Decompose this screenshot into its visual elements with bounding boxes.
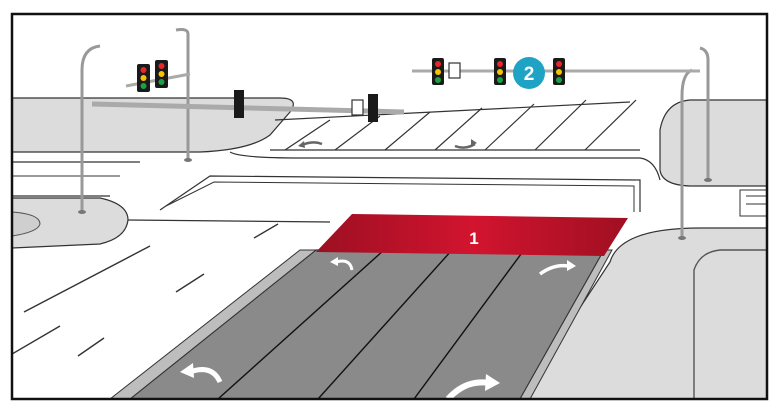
- curved-left-arrow-icon: [330, 257, 354, 271]
- stop-zone: [316, 214, 628, 256]
- intersection-box: [159, 175, 641, 212]
- sidewalk-right: [519, 227, 767, 399]
- traffic-light-icon: [137, 64, 150, 92]
- street-light-icon: [175, 28, 192, 162]
- signal-back-icon: [368, 94, 378, 122]
- sidewalk-upper-right: [659, 99, 767, 187]
- sign-icon: [351, 99, 364, 116]
- curved-right-arrow-icon: [454, 139, 477, 149]
- traffic-light-icon: [494, 58, 506, 85]
- sign-icon: [448, 62, 461, 79]
- street-light-icon: [699, 46, 712, 182]
- curved-right-arrow-icon: [445, 374, 500, 399]
- stop-zone-label: 1: [469, 229, 478, 248]
- curved-right-arrow-icon: [538, 260, 576, 276]
- traffic-light-icon: [432, 58, 444, 85]
- signal-callout-badge: [513, 57, 545, 89]
- sidewalk-left: [12, 197, 129, 249]
- lane-markings-left: [12, 223, 279, 357]
- traffic-light-icon: [553, 58, 565, 85]
- lane-dividers: [217, 249, 525, 399]
- crosswalk-far: [270, 99, 640, 151]
- street-light-icon: [78, 44, 101, 214]
- traffic-light-icon: [155, 60, 168, 88]
- diagram-frame: [10, 12, 769, 401]
- signal-callout-label: 2: [524, 64, 535, 85]
- curved-left-arrow-icon: [298, 141, 323, 148]
- signal-back-icon: [234, 90, 244, 118]
- curved-left-arrow-icon: [180, 363, 223, 384]
